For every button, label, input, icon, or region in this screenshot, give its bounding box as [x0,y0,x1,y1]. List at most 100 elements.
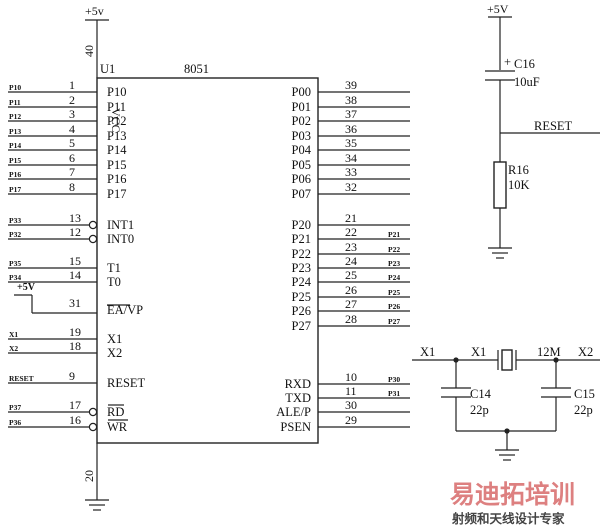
chip-ref: U1 [100,62,115,76]
pin-name: INT1 [107,218,134,232]
pin-number: 34 [345,151,357,165]
pin-name: P20 [292,218,311,232]
c14-value: 22p [470,403,489,417]
pin-number: 33 [345,165,357,179]
pin-number: 15 [69,254,81,268]
gnd-pin-number: 20 [82,470,96,482]
pin-name: P15 [107,158,126,172]
pin-name: P14 [107,143,127,157]
reset-supply-label: +5V [487,2,509,16]
watermark-sub: 射频和天线设计专家 [451,511,565,526]
pin-number: 5 [69,136,75,150]
pin-name: P11 [107,100,126,114]
pin-number: 11 [345,384,357,398]
net-label-p23: P23 [388,259,400,268]
pin-name: P10 [107,85,126,99]
pin-number: 3 [69,107,75,121]
pin-number: 39 [345,78,357,92]
pin-number: 12 [69,225,81,239]
pin-number: 2 [69,93,75,107]
reset-net-label: RESET [534,119,573,133]
net-label-p32: P32 [9,230,21,239]
pin-name: TXD [285,391,311,405]
pin-name: INT0 [107,232,134,246]
c15-ref: C15 [574,387,595,401]
pin-name: P01 [292,100,311,114]
pin-number: 38 [345,93,357,107]
pin-name: P05 [292,158,311,172]
pin-name: P03 [292,129,311,143]
reset-ground-symbol [488,247,512,259]
capacitor-c16: + C16 10uF [485,55,540,89]
net-label-p13: P13 [9,127,21,136]
vcc-pin-label: VCC [109,108,123,133]
net-label-p14: P14 [9,141,21,150]
net-label-p21: P21 [388,230,400,239]
r16-ref: R16 [508,163,529,177]
pin-number: 6 [69,151,75,165]
capacitor-c15: C15 22p [541,360,595,431]
pin-name: RD [107,405,124,419]
vcc-supply-label: +5v [85,4,104,18]
pin-name: P07 [292,187,311,201]
pin-name: P27 [292,319,311,333]
crystal-ground-symbol [495,449,519,461]
pin-number: 27 [345,297,357,311]
pin-name: P04 [292,143,312,157]
c16-value: 10uF [514,75,540,89]
net-label-p36: P36 [9,418,21,427]
pin-name: P26 [292,304,311,318]
resistor-r16: R16 10K [493,161,530,209]
pin-number: 17 [69,398,81,412]
pin-name: P12 [107,114,126,128]
crystal-ref: X1 [471,345,486,359]
net-label-p15: P15 [9,156,21,165]
pin-number: 25 [345,268,357,282]
pin-name: T1 [107,261,121,275]
pin-name: P24 [292,275,312,289]
c16-ref: C16 [514,57,535,71]
pin-name: PSEN [280,420,311,434]
pin-number: 7 [69,165,75,179]
watermark: 易迪拓培训 射频和天线设计专家 [450,480,575,526]
pin-number: 21 [345,211,357,225]
pin-name: T0 [107,275,121,289]
reset-circuit: +5V + C16 10uF RESET R16 10K [485,2,600,259]
pin-name: P16 [107,172,126,186]
pin-number: 29 [345,413,357,427]
pin-number: 37 [345,107,357,121]
pin-name: P00 [292,85,311,99]
pin-name: P21 [292,232,311,246]
net-label-p17: P17 [9,185,21,194]
pin-number: 9 [69,369,75,383]
pin-number: 19 [69,325,81,339]
pin-number: 32 [345,180,357,194]
c14-ref: C14 [470,387,492,401]
net-label-p12: P12 [9,112,21,121]
crystal-circuit: X1 X1 12M X2 C14 22p C15 22p [412,345,600,461]
pin-name: P17 [107,187,126,201]
pin-number: 22 [345,225,357,239]
pin-name: X1 [107,332,122,346]
chip-ground-symbol [85,499,109,511]
